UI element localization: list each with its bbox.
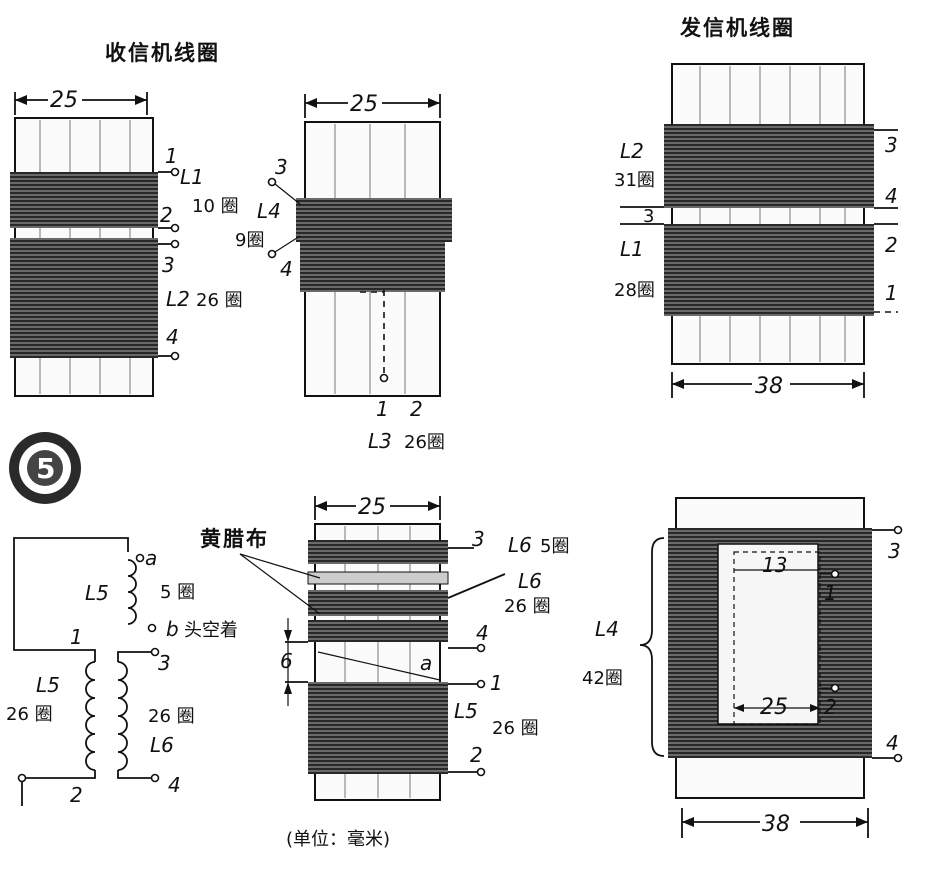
terminal-2: 2 [885, 233, 898, 257]
dim-13: 13 [762, 553, 787, 577]
turns-l3: 26圈 [404, 432, 445, 453]
sch-b-note: 头空着 [184, 620, 238, 641]
coil4-t1: 1 [490, 671, 503, 695]
transmitter-title: 发信机线圈 [679, 16, 795, 40]
fabric-label: 黄腊布 [200, 527, 269, 551]
sch-b: b [166, 617, 179, 641]
sch-l6-turns: 26 圈 [148, 706, 195, 727]
winding-l2 [664, 124, 874, 208]
coil5-t4: 4 [886, 731, 899, 755]
coil5-l4-turns: 42圈 [582, 668, 623, 689]
turns-l1: 28圈 [614, 280, 655, 301]
terminal-3: 3 [885, 133, 898, 157]
badge-number: 5 [36, 452, 55, 485]
label-l2: L2 [620, 139, 644, 163]
winding-l3 [300, 242, 445, 292]
coil4-l5: L5 [454, 699, 478, 723]
coil5-t1: 1 [824, 581, 837, 605]
terminal-1: 1 [376, 397, 389, 421]
receiver-coil-1: 25 1 L1 10 圈 2 3 L2 26 圈 4 [10, 86, 243, 397]
terminal-4: 4 [166, 325, 179, 349]
terminal-1: 1 [885, 281, 898, 305]
sch-t2: 2 [70, 783, 83, 807]
coil-bottom-middle: 25 黄腊布 6 a 3 L6 5圈 L6 26 圈 4 1 L5 26 圈 2 [200, 494, 569, 850]
transmitter-coil-2: 13 1 2 25 3 4 L4 42圈 38 [582, 497, 903, 838]
dim-25-c: 25 [358, 495, 386, 520]
dim-25-b: 25 [350, 92, 378, 117]
sch-t1: 1 [70, 625, 83, 649]
coil4-l6-turns: 5圈 [540, 536, 569, 557]
turns-l4: 9圈 [235, 230, 264, 251]
terminal-3: 3 [275, 155, 288, 179]
sch-t4: 4 [168, 773, 181, 797]
winding-l5 [308, 682, 448, 774]
coil-form [671, 63, 865, 365]
figure-badge: 5 [9, 432, 81, 504]
coil5-l4: L4 [595, 617, 619, 641]
coil4-t4: 4 [476, 621, 489, 645]
coil4-t3: 3 [472, 527, 485, 551]
dim-25-d: 25 [760, 695, 788, 720]
sch-l6: L6 [150, 733, 174, 757]
dim-38-a: 38 [755, 374, 783, 399]
coil4-a: a [420, 651, 432, 675]
coil4-l5-turns: 26 圈 [492, 718, 539, 739]
label-l3: L3 [368, 429, 392, 453]
turns-l1: 10 圈 [192, 196, 239, 217]
winding-l6-small [308, 540, 448, 564]
coil4-l6b-turns: 26 圈 [504, 596, 551, 617]
transmitter-coil-1: 3 4 2 1 L2 31圈 3 L1 28圈 38 [614, 63, 898, 399]
winding-l1 [664, 224, 874, 316]
label-l1: L1 [180, 165, 204, 189]
terminal-2: 2 [160, 203, 173, 227]
terminal-4: 4 [885, 184, 898, 208]
winding-l2 [10, 238, 158, 358]
winding-l1 [10, 172, 158, 228]
dim-38-b: 38 [762, 812, 790, 837]
terminal-3: 3 [162, 253, 175, 277]
dim-25-a: 25 [50, 88, 78, 113]
gap-6: 6 [280, 649, 293, 673]
schematic: a L5 5 圈 b 头空着 1 L5 26 圈 2 3 26 圈 L6 4 [6, 537, 238, 807]
winding-l4 [296, 198, 452, 242]
terminal-2: 2 [410, 397, 423, 421]
fabric-layer-1 [307, 571, 449, 585]
receiver-title: 收信机线圈 [105, 41, 220, 65]
receiver-coil-2: 25 3 L4 9圈 4 1 2 L3 26圈 [235, 90, 452, 453]
turns-l2: 31圈 [614, 170, 655, 191]
terminal-1: 1 [165, 144, 178, 168]
sch-l5-top: L5 [85, 581, 109, 605]
coil5-t3: 3 [888, 539, 901, 563]
sch-l5-small-turns: 5 圈 [160, 582, 195, 603]
turns-l2: 26 圈 [196, 290, 243, 311]
unit-label: (单位：毫米) [286, 829, 390, 850]
terminal-4: 4 [280, 257, 293, 281]
gap-3: 3 [643, 206, 654, 227]
coil5-t2: 2 [824, 695, 837, 719]
coil4-l6b: L6 [518, 569, 542, 593]
coil4-t2: 2 [470, 743, 483, 767]
sch-a: a [145, 546, 157, 570]
label-l4: L4 [257, 199, 281, 223]
sch-l5-turns: 26 圈 [6, 704, 53, 725]
label-l2: L2 [166, 287, 190, 311]
sch-t3: 3 [158, 651, 171, 675]
window-opening [717, 543, 819, 725]
winding-l6-b [308, 590, 448, 616]
sch-l5: L5 [36, 673, 60, 697]
coil4-l6: L6 [508, 533, 532, 557]
label-l1: L1 [620, 237, 644, 261]
winding-l6-c [308, 620, 448, 642]
